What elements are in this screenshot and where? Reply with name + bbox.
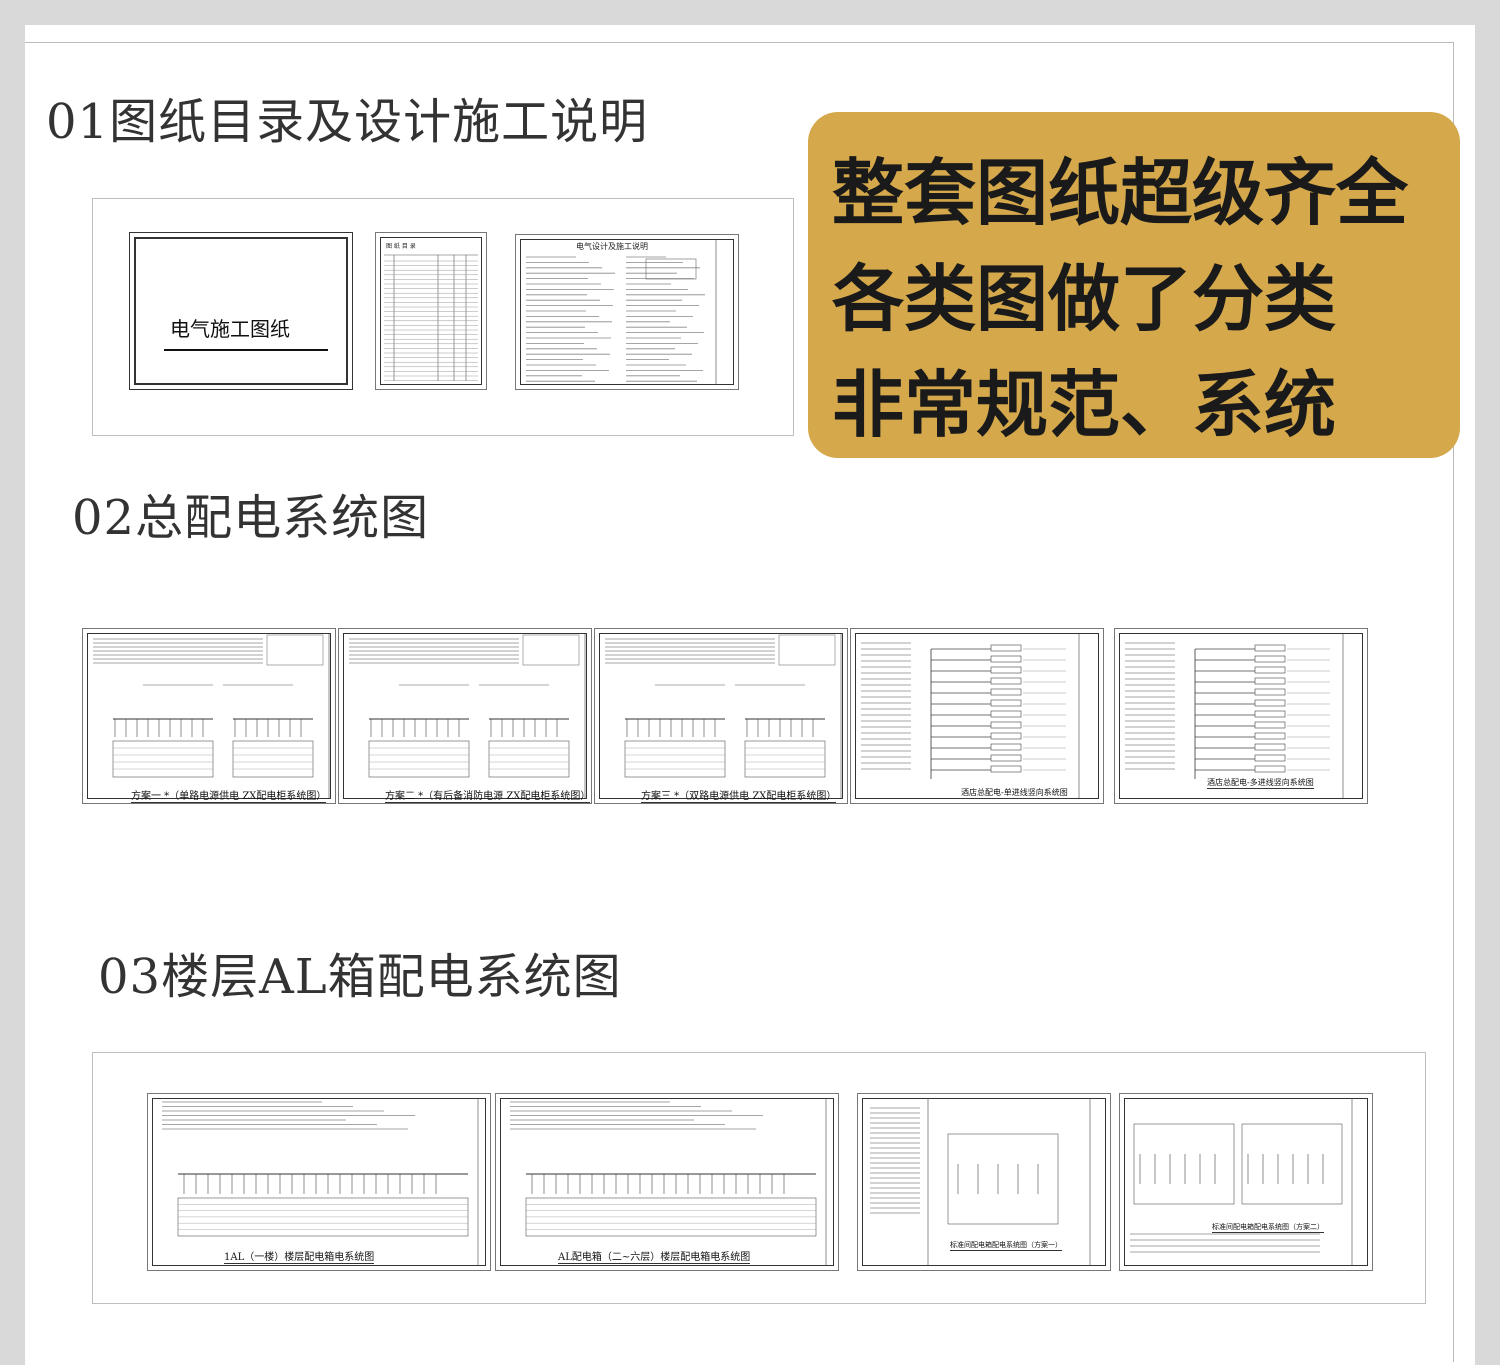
drawing-caption: 方案二 *（有后备消防电源 ZX配电柜系统图）: [385, 787, 591, 803]
notes-text-lines: [526, 239, 717, 385]
drawing-thumbnail-riser-single[interactable]: 酒店总配电-单进线竖向系统图: [850, 628, 1104, 804]
drawing-caption: 酒店总配电-多进线竖向系统图: [1207, 778, 1314, 789]
drawing-caption: AL配电箱（二~六层）楼层配电箱电系统图: [558, 1248, 751, 1264]
riser-diagram: [861, 633, 1080, 799]
drawing-thumbnail-scheme3[interactable]: 方案三 *（双路电源供电 ZX配电柜系统图）: [594, 628, 848, 804]
index-table-lines: [384, 254, 478, 381]
drawing-thumbnail-scheme2[interactable]: 方案二 *（有后备消防电源 ZX配电柜系统图）: [338, 628, 592, 804]
panel-diagram: [510, 1098, 827, 1266]
highlight-callout: 整套图纸超级齐全 各类图做了分类 非常规范、系统: [808, 112, 1460, 458]
system-diagram: [349, 633, 586, 799]
drawing-thumbnail-scheme1[interactable]: 方案一 *（单路电源供电 ZX配电柜系统图）: [82, 628, 336, 804]
callout-line-3: 非常规范、系统: [832, 363, 1337, 447]
callout-line-2: 各类图做了分类: [832, 257, 1337, 341]
divider: [25, 42, 1453, 43]
index-title: 图 纸 目 录: [386, 243, 416, 250]
drawing-caption: 标准间配电箱配电系统图（方案二）: [1212, 1223, 1324, 1233]
section-heading-02: 02总配电系统图: [72, 490, 430, 546]
riser-diagram: [1125, 633, 1344, 799]
room-panel-diagram: [870, 1098, 1091, 1266]
cover-title: 电气施工图纸: [170, 317, 290, 341]
system-diagram: [605, 633, 842, 799]
system-diagram: [93, 633, 330, 799]
drawing-thumbnail-riser-multi[interactable]: 酒店总配电-多进线竖向系统图: [1114, 628, 1368, 804]
drawing-caption: 酒店总配电-单进线竖向系统图: [961, 788, 1068, 799]
divider: [1453, 42, 1454, 1362]
drawing-thumbnail-room2[interactable]: 标准间配电箱配电系统图（方案二）: [1119, 1093, 1373, 1271]
drawing-caption: 1AL（一楼）楼层配电箱电系统图: [224, 1248, 375, 1264]
panel-diagram: [162, 1098, 479, 1266]
drawing-caption: 方案一 *（单路电源供电 ZX配电柜系统图）: [131, 787, 327, 803]
section3-frame: 1AL（一楼）楼层配电箱电系统图 AL配电箱（二~六层）楼层配电箱电系统图 标准…: [92, 1052, 1426, 1304]
drawing-caption: 方案三 *（双路电源供电 ZX配电柜系统图）: [641, 787, 837, 803]
drawing-thumbnail-index[interactable]: 图 纸 目 录: [375, 232, 487, 390]
section-heading-01: 01图纸目录及设计施工说明: [46, 94, 649, 150]
drawing-thumbnail-1al[interactable]: 1AL（一楼）楼层配电箱电系统图: [147, 1093, 491, 1271]
drawing-thumbnail-al[interactable]: AL配电箱（二~六层）楼层配电箱电系统图: [495, 1093, 839, 1271]
drawing-caption: 标准间配电箱配电系统图（方案一）: [950, 1241, 1062, 1251]
notes-title: 电气设计及施工说明: [576, 242, 648, 251]
room-panel-diagram: [1130, 1098, 1353, 1266]
callout-line-1: 整套图纸超级齐全: [832, 151, 1409, 235]
section1-frame: 电气施工图纸 图 纸 目 录 电气设计及施工说明: [92, 198, 794, 436]
section-heading-03: 03楼层AL箱配电系统图: [98, 949, 622, 1005]
drawing-thumbnail-notes[interactable]: 电气设计及施工说明: [515, 234, 739, 390]
drawing-thumbnail-room1[interactable]: 标准间配电箱配电系统图（方案一）: [857, 1093, 1111, 1271]
drawing-thumbnail-cover[interactable]: 电气施工图纸: [129, 232, 353, 390]
